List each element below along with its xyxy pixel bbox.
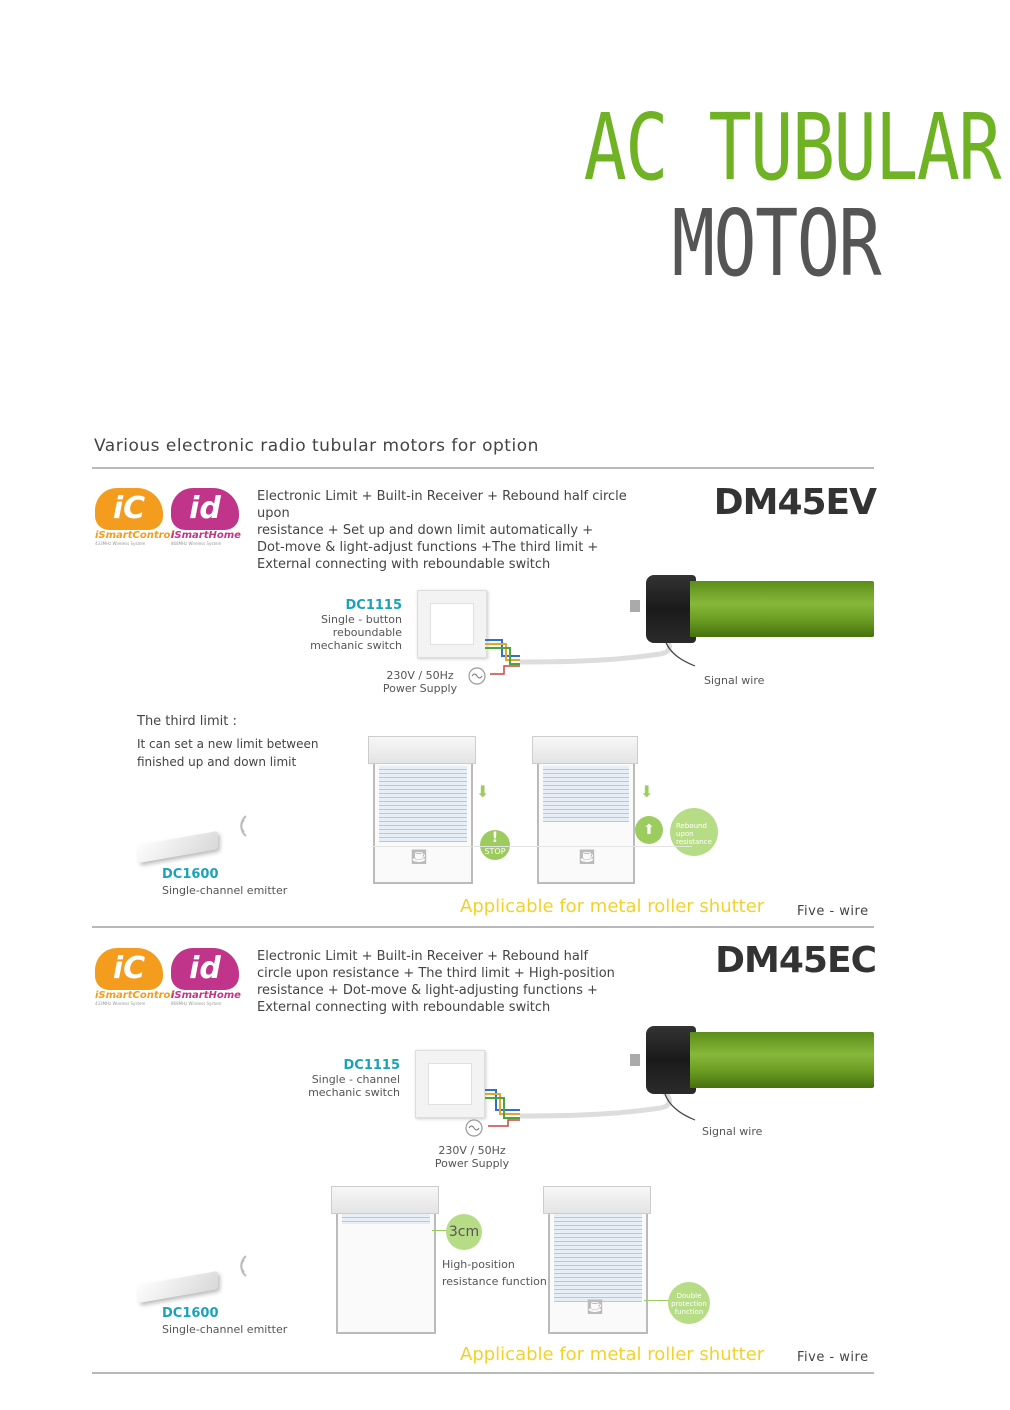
down-arrow-icon: ⬇ [476, 782, 490, 801]
signal-wire-label: Signal wire [704, 674, 765, 687]
motor-tube [690, 581, 874, 637]
connector-line [644, 1300, 670, 1301]
high-position-desc: High-position resistance function [442, 1258, 547, 1288]
logo-ismarthome: id iSmartHome 868MHz Wireless System [171, 948, 241, 1006]
model-name: DM45EC [715, 940, 877, 981]
feature-list: Electronic Limit + Built-in Receiver + R… [257, 949, 615, 1015]
wire-type: Five - wire [797, 904, 869, 919]
shutter-box [543, 1186, 651, 1214]
emitter-desc: Single-channel emitter [162, 1323, 288, 1336]
up-arrow-icon: ⬆ [635, 816, 663, 844]
switch-label: DC1115 Single - channel mechanic switch [308, 1058, 400, 1099]
cloud-icon: iC [95, 488, 163, 530]
watering-can-icon: ⛾ [578, 845, 596, 870]
wireless-signal-icon [240, 815, 247, 837]
divider [92, 926, 874, 928]
shutter-window-2 [548, 1210, 648, 1334]
power-supply-label: 230V / 50Hz Power Supply [434, 1144, 510, 1170]
emitter-name: DC1600 [162, 1306, 219, 1321]
rebound-badge: Rebound upon resistance [670, 808, 718, 856]
motor-head [646, 1026, 696, 1094]
subheading: Various electronic radio tubular motors … [94, 436, 539, 456]
power-supply-label: 230V / 50Hz Power Supply [382, 669, 458, 695]
divider [92, 1372, 874, 1374]
model-name: DM45EV [713, 482, 877, 523]
shutter-box [368, 736, 476, 764]
shutter-window-2 [537, 760, 635, 884]
height-badge: 3cm [446, 1214, 482, 1250]
third-limit-title: The third limit : [137, 714, 237, 729]
shutter-window-1 [336, 1210, 436, 1334]
switch-image [415, 1050, 485, 1118]
cloud-icon: id [171, 948, 239, 990]
stop-badge: ! STOP [480, 830, 510, 860]
emitter-name: DC1600 [162, 867, 219, 882]
emitter-desc: Single-channel emitter [162, 884, 288, 897]
motor-head [646, 575, 696, 643]
logo-ismartcontrol: iC iSmartControl 433MHz Wireless System [95, 948, 174, 1006]
double-protection-badge: Double protection function [668, 1282, 710, 1324]
feature-list: Electronic Limit + Built-in Receiver + R… [257, 489, 627, 572]
motor-plug [630, 1054, 640, 1066]
motor-tube [690, 1032, 874, 1088]
motor-plug [630, 600, 640, 612]
divider [92, 467, 874, 469]
signal-wire-label: Signal wire [702, 1125, 763, 1138]
down-arrow-icon: ⬇ [640, 782, 654, 801]
watering-can-icon: ⛾ [410, 845, 428, 870]
wireless-signal-icon [240, 1255, 247, 1277]
cloud-icon: iC [95, 948, 163, 990]
wiring-diagram [468, 633, 696, 685]
page-title-line1: AC TUBULAR [583, 94, 1002, 201]
shutter-box [331, 1186, 439, 1214]
cloud-icon: id [171, 488, 239, 530]
logo-ismartcontrol: iC iSmartControl 433MHz Wireless System [95, 488, 174, 546]
applicable-text: Applicable for metal roller shutter [460, 896, 765, 917]
emitter-image [138, 1270, 218, 1304]
watering-can-icon: ⛾ [586, 1295, 604, 1320]
connector-line [432, 1230, 448, 1231]
wire-type: Five - wire [797, 1350, 869, 1365]
applicable-text: Applicable for metal roller shutter [460, 1344, 765, 1365]
limit-line [372, 846, 692, 847]
switch-image [417, 590, 487, 658]
shutter-window-1 [373, 760, 473, 884]
shutter-box [532, 736, 638, 764]
third-limit-desc: It can set a new limit between finished … [137, 737, 319, 769]
switch-label: DC1115 Single - button reboundable mecha… [310, 598, 402, 652]
emitter-image [138, 830, 218, 864]
page-title-line2: MOTOR [671, 190, 882, 297]
logo-ismarthome: id iSmartHome 868MHz Wireless System [171, 488, 241, 546]
